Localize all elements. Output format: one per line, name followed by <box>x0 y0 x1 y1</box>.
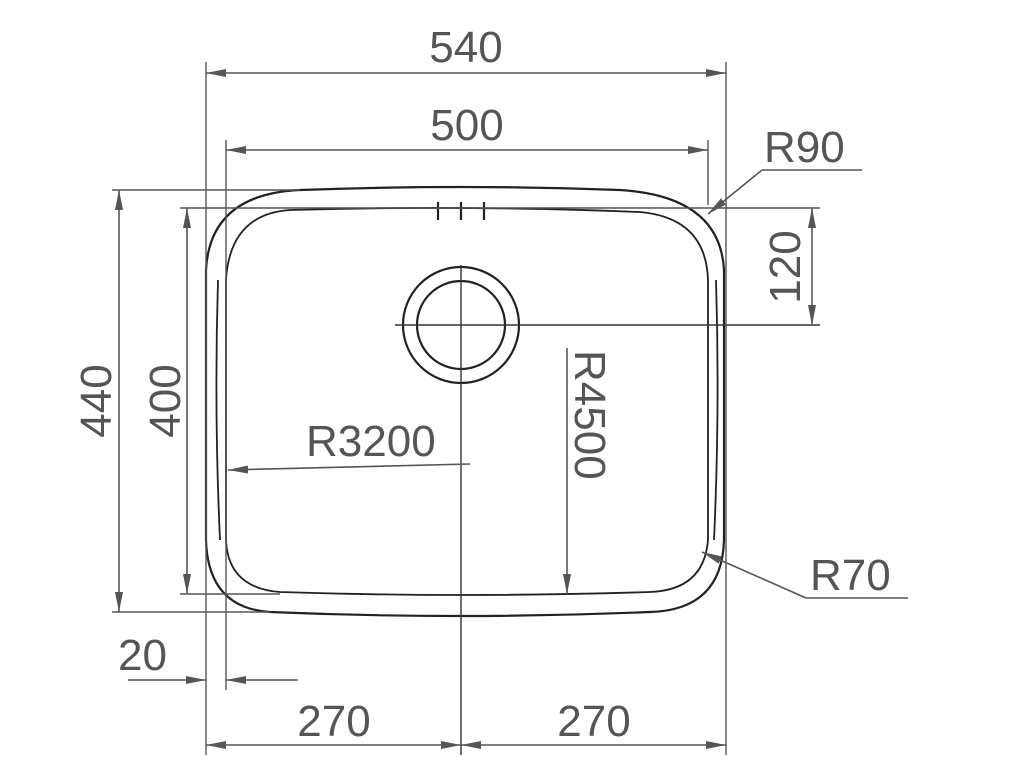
dim-label-20: 20 <box>118 631 167 680</box>
sink-inner-shadow-right <box>713 279 719 541</box>
dim-label-r3200: R3200 <box>306 417 436 466</box>
dim-label-500: 500 <box>430 101 503 150</box>
dim-label-r70: R70 <box>810 551 891 600</box>
sink-inner-shadow-left <box>215 279 221 541</box>
leader-r3200 <box>227 463 471 474</box>
dim-label-540: 540 <box>429 23 502 72</box>
dim-label-270-left: 270 <box>297 697 370 746</box>
dim-label-440: 440 <box>72 364 121 437</box>
leader-r90 <box>707 169 763 215</box>
dim-label-270-right: 270 <box>557 697 630 746</box>
leader-r70 <box>701 551 807 599</box>
sink-inner-outline <box>225 207 709 596</box>
dim-label-400: 400 <box>141 364 190 437</box>
dim-label-r90: R90 <box>764 123 845 172</box>
dim-label-120: 120 <box>761 230 810 303</box>
sink-outer-outline <box>204 185 726 618</box>
dim-label-r4500: R4500 <box>565 350 614 480</box>
